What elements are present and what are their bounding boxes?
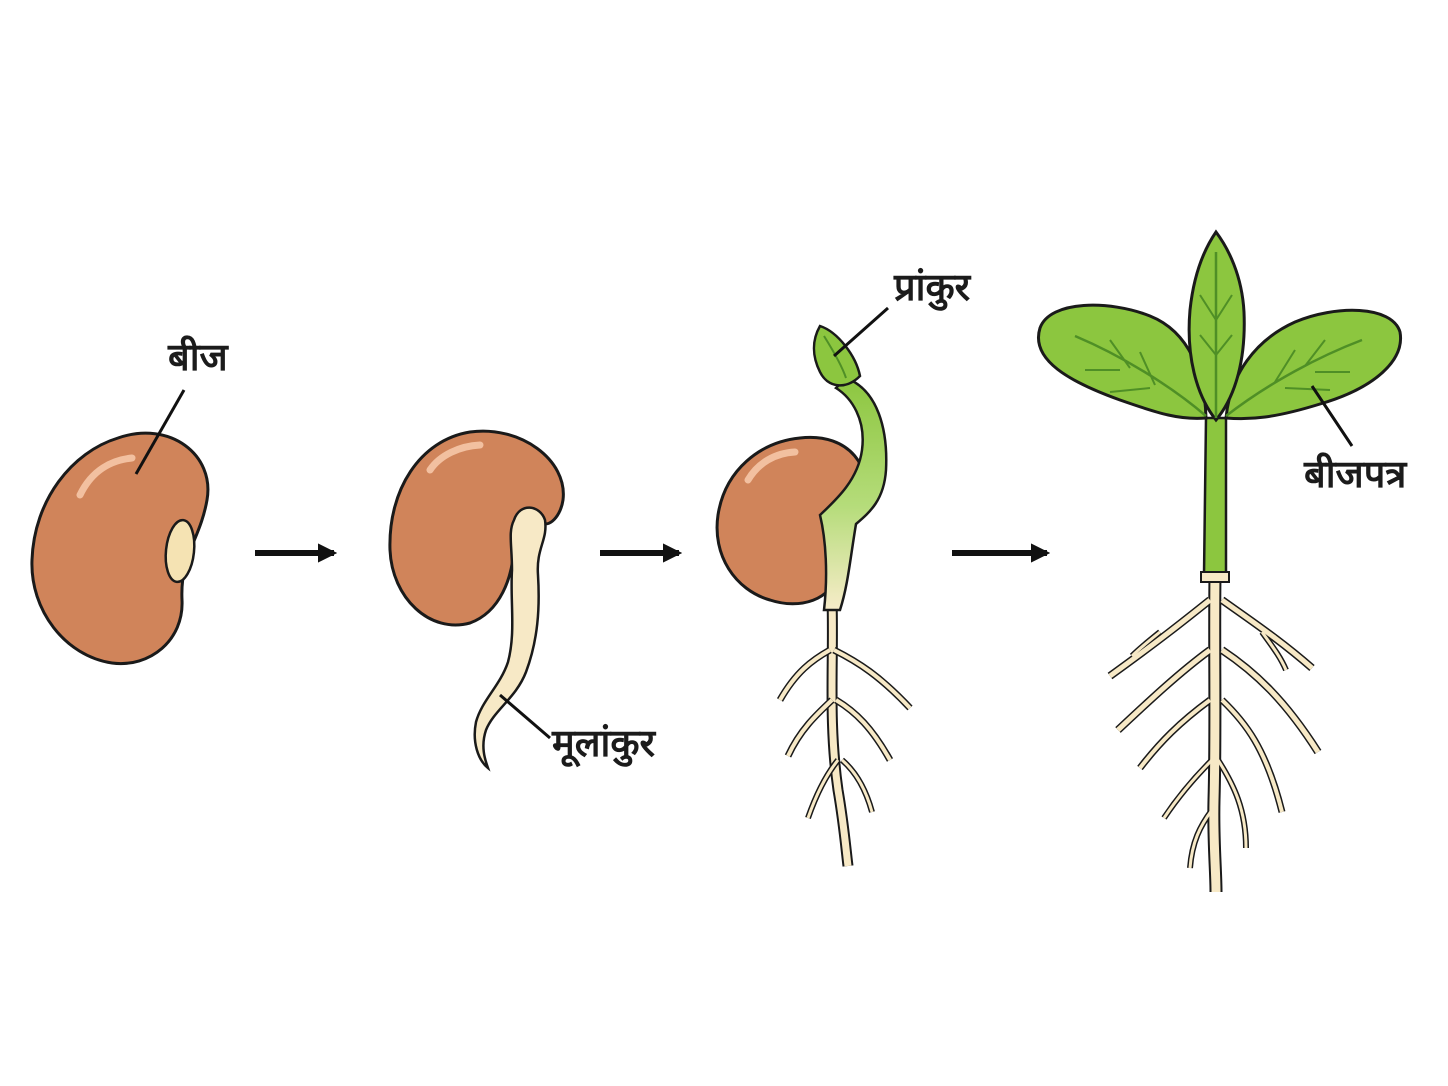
bean-seed-icon <box>30 431 210 666</box>
seed-leader-line <box>134 389 186 475</box>
left-leaf-icon <box>1037 303 1208 420</box>
sprouting-seedling-icon <box>715 324 913 867</box>
root-system-icon <box>776 599 913 867</box>
plant-root-system-icon <box>1107 574 1322 893</box>
seed-label: बीज <box>168 335 228 379</box>
radicle-leader-line <box>499 693 551 740</box>
plumule-leader-line <box>833 306 889 358</box>
germinating-seed-icon <box>388 429 565 772</box>
plumule-icon <box>812 324 862 387</box>
cotyledon-label: बीजपत्र <box>1304 452 1407 496</box>
radicle-icon <box>473 506 547 772</box>
radicle-label: मूलांकुर <box>552 721 656 765</box>
young-plant-icon <box>1037 229 1403 893</box>
cotyledon-leader-line <box>1310 385 1354 447</box>
right-leaf-icon <box>1224 308 1403 421</box>
plumule-label: प्रांकुर <box>894 265 971 309</box>
top-leaf-icon <box>1187 229 1246 423</box>
